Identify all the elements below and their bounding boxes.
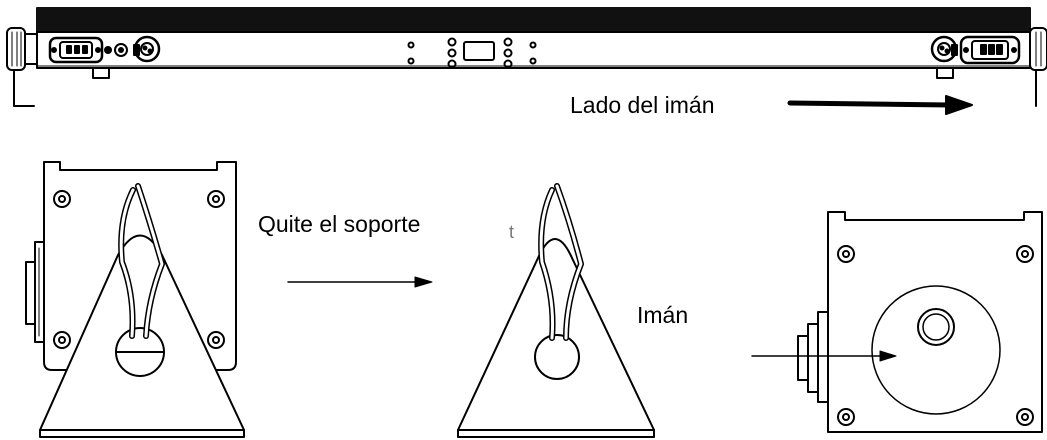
power-inlet-icon bbox=[48, 36, 104, 64]
remove-bracket-label: Quite el soporte bbox=[258, 211, 421, 237]
magnet-label: Imán bbox=[637, 302, 689, 328]
fuse-holder-icon bbox=[104, 46, 112, 54]
removed-bracket bbox=[457, 183, 655, 438]
bar-body bbox=[36, 31, 1031, 69]
bar-top-band bbox=[36, 7, 1031, 33]
dmx-connector-icon bbox=[133, 35, 161, 63]
dmx-connector-icon bbox=[930, 35, 958, 63]
magnet-side-label: Lado del imán bbox=[570, 92, 715, 118]
magnet-side-arrow bbox=[787, 95, 973, 115]
remove-arrow bbox=[287, 276, 433, 288]
power-outlet-icon bbox=[959, 35, 1021, 65]
end-with-bracket bbox=[25, 161, 245, 438]
right-end-bracket bbox=[1029, 27, 1047, 107]
magnet-disc-icon bbox=[871, 285, 1001, 415]
led-bar-fixture bbox=[6, 7, 1047, 107]
fuse-cap-icon bbox=[114, 43, 128, 57]
control-panel bbox=[407, 37, 537, 69]
magnet-arrow bbox=[751, 350, 897, 362]
magnet-end-plate bbox=[797, 211, 1043, 433]
left-end-bracket bbox=[6, 27, 38, 107]
lcd-display-icon bbox=[463, 41, 495, 61]
stray-mark: t bbox=[509, 222, 515, 242]
